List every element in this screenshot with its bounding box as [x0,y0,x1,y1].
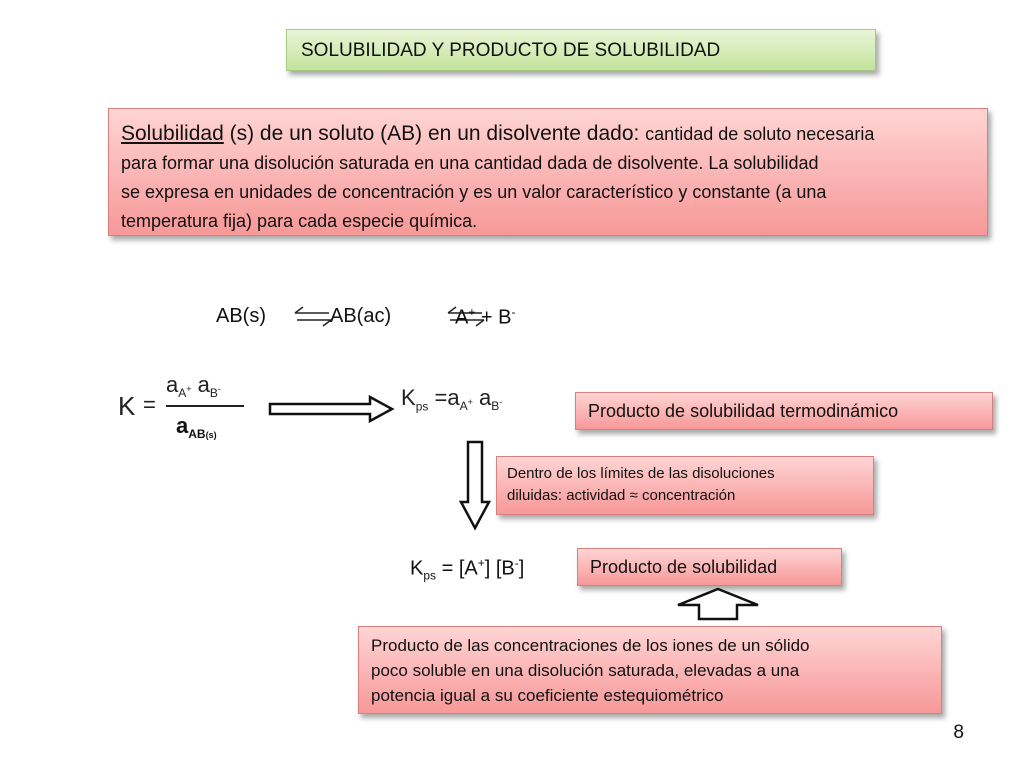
description-box: Producto de las concentraciones de los i… [358,626,942,714]
label-kps: Producto de solubilidad [577,548,842,586]
slide-title-text: SOLUBILIDAD Y PRODUCTO DE SOLUBILIDAD [301,40,721,61]
definition-line-4: temperatura fija) para cada especie quím… [121,211,478,231]
definition-line-1: Solubilidad (s) de un soluto (AB) en un … [121,119,975,149]
equilibrium-products: A+ + B- [455,305,516,329]
equilibrium-reactant: AB(s) [216,305,266,327]
slide-title: SOLUBILIDAD Y PRODUCTO DE SOLUBILIDAD [286,29,876,71]
equilibrium-arrow-2-icon [447,306,485,327]
equilibrium-arrow-icon [294,306,332,327]
kps-activity-expression: Kps =aA+ aB- [401,385,503,414]
definition-line-2: para formar una disolución saturada en u… [121,153,819,173]
note-dilute: Dentro de los límites de las disolucione… [496,456,874,515]
equilibrium-intermediate: AB(ac) [330,305,392,327]
kps-concentration-expression: Kps = [A+] [B-] [410,556,525,583]
k-equals: = [143,392,156,417]
k-symbol: K [118,391,136,421]
label-thermodynamic: Producto de solubilidad termodinámico [575,392,993,430]
block-arrow-up-icon [677,587,759,621]
definition-line1-tail: cantidad de soluto necesaria [645,124,875,144]
double-arrow-right-icon [268,394,395,424]
page-number: 8 [953,722,964,743]
definition-term: Solubilidad [121,122,224,145]
k-numerator: aA+ aB- [166,372,221,401]
double-arrow-down-icon [458,440,492,531]
definition-lead: (s) de un soluto (AB) en un disolvente d… [223,122,646,145]
definition-line-3: se expresa en unidades de concentración … [121,182,827,202]
k-denominator: aAB(s) [176,413,217,442]
definition-box: Solubilidad (s) de un soluto (AB) en un … [108,108,988,236]
fraction-bar [166,405,244,407]
